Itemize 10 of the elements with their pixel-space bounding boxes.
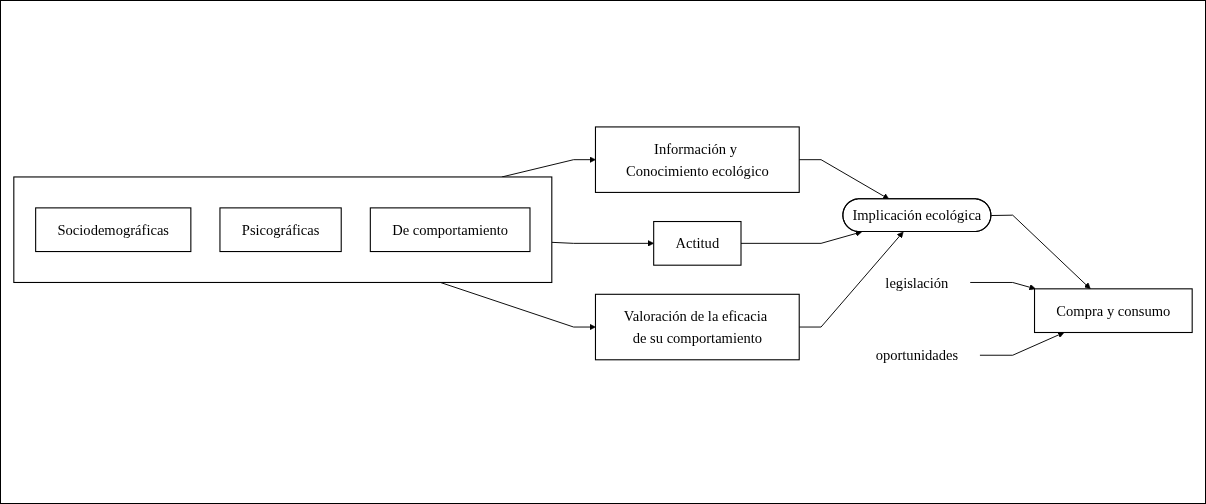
node-box: De comportamiento — [369, 207, 531, 253]
node-text: oportunidades — [875, 347, 959, 364]
cluster — [13, 176, 553, 283]
node-box: Psicográficas — [219, 207, 342, 253]
node-box: Información y Conocimiento ecológico — [594, 126, 800, 193]
node-box: Valoración de la eficacia de su comportamiento — [594, 293, 800, 361]
node-box: Compra y consumo — [1033, 288, 1193, 334]
node-box: Sociodemográficas — [35, 207, 192, 253]
node-text: legislación — [885, 274, 949, 291]
node-box: Actitud — [653, 221, 742, 266]
